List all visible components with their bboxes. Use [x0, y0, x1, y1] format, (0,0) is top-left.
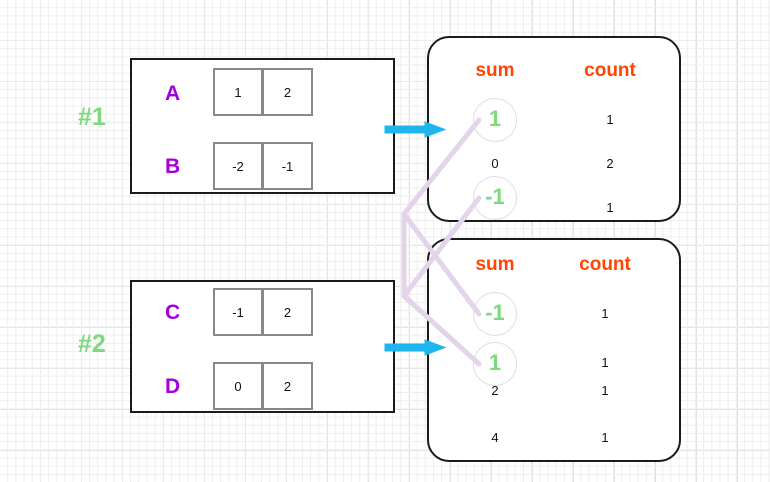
bottom-aggregate-box [427, 238, 681, 462]
cell-b-0: -2 [213, 142, 263, 190]
top-sum-header: sum [475, 60, 515, 81]
cell-d-1: 2 [263, 362, 313, 410]
row-key-c: C [165, 301, 181, 324]
row-cells-d: 0 2 [213, 362, 313, 410]
row-cells-a: 1 2 [213, 68, 313, 116]
row-key-a: A [165, 82, 181, 105]
row-key-b: B [165, 155, 181, 178]
cell-d-0: 0 [213, 362, 263, 410]
bottom-sum-circle-0 [473, 292, 517, 336]
cell-c-1: 2 [263, 288, 313, 336]
top-count-0: 1 [606, 112, 614, 127]
link-topminus1-to-bottomminus1 [401, 195, 482, 317]
partition-tag-2: #2 [78, 330, 106, 358]
bottom-sum-3: 4 [491, 430, 499, 445]
bottom-sum-header: sum [475, 254, 515, 275]
top-count-header: count [584, 60, 636, 81]
bottom-sum-1: 1 [488, 350, 502, 375]
bottom-count-1: 1 [601, 355, 609, 370]
bottom-count-header: count [579, 254, 631, 275]
bottom-count-3: 1 [601, 430, 609, 445]
cell-a-0: 1 [213, 68, 263, 116]
row-key-d: D [165, 375, 181, 398]
bottom-sum-circle-1 [473, 342, 517, 386]
bottom-sum-2: 2 [491, 383, 499, 398]
cell-b-1: -1 [263, 142, 313, 190]
top-count-2: 1 [606, 200, 614, 215]
bottom-count-2: 1 [601, 383, 609, 398]
top-sum-circle-0 [473, 98, 517, 142]
shuffle-arrow-1 [384, 121, 447, 138]
shuffle-arrow-2 [384, 339, 447, 356]
top-sum-1: 0 [491, 156, 499, 171]
row-cells-c: -1 2 [213, 288, 313, 336]
top-sum-0: 1 [488, 106, 502, 131]
top-sum-circle-2 [473, 176, 517, 220]
cell-a-1: 2 [263, 68, 313, 116]
cell-c-0: -1 [213, 288, 263, 336]
top-sum-2: -1 [485, 184, 505, 209]
bottom-sum-0: -1 [485, 300, 505, 325]
partition-tag-1: #1 [78, 103, 106, 131]
top-count-1: 2 [606, 156, 614, 171]
bottom-count-0: 1 [601, 306, 609, 321]
row-cells-b: -2 -1 [213, 142, 313, 190]
